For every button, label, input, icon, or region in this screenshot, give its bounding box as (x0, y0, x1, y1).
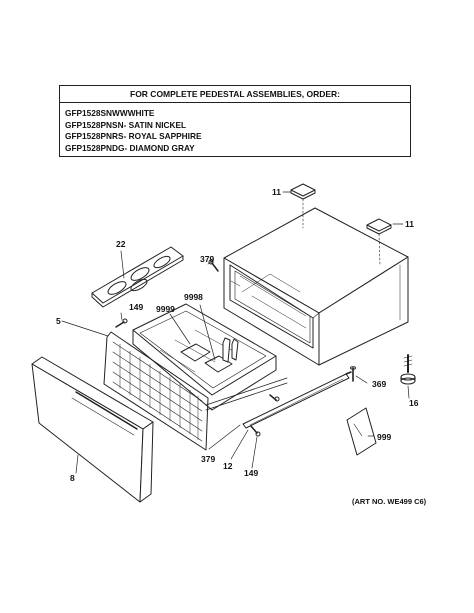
callout-11-top: 11 (272, 187, 281, 197)
callout-11-right: 11 (405, 219, 414, 229)
order-line-royal-sapphire: GFP1528PNRS- ROYAL SAPPHIRE (65, 131, 202, 141)
order-line-diamond-gray: GFP1528PNDG- DIAMOND GRAY (65, 142, 195, 153)
callout-999: 999 (377, 432, 392, 442)
pedestal-cabinet (223, 207, 409, 366)
drawer-front (31, 356, 154, 503)
order-box-header: FOR COMPLETE PEDESTAL ASSEMBLIES, ORDER: (60, 86, 410, 103)
callout-12: 12 (223, 461, 233, 471)
callout-9998: 9998 (184, 292, 203, 302)
leveling-leg (400, 354, 416, 385)
callout-22: 22 (116, 239, 126, 249)
order-box-lines: GFP1528SNWWWHITE GFP1528PNSN- SATIN NICK… (65, 108, 201, 154)
back-panel (91, 246, 184, 308)
callout-379-bottom: 379 (201, 454, 216, 464)
order-line-white: GFP1528SNWWWHITE (65, 108, 155, 118)
leg-bolt (350, 366, 356, 382)
screws (115, 259, 280, 437)
callout-16: 16 (409, 398, 419, 408)
callout-369: 369 (372, 379, 387, 389)
callout-379-top: 379 (200, 254, 215, 264)
foot-pads (290, 183, 392, 266)
art-number: (ART NO. WE499 C6) (352, 497, 427, 506)
drawer-bin (132, 303, 288, 411)
callout-149-bottom: 149 (244, 468, 259, 478)
literature-packet (346, 407, 377, 456)
callout-5: 5 (56, 316, 61, 326)
drawer-frame (103, 331, 209, 451)
callout-9999-top: 9999 (156, 304, 175, 314)
callout-149-top: 149 (129, 302, 144, 312)
callout-8: 8 (70, 473, 75, 483)
order-line-satin-nickel: GFP1528PNSN- SATIN NICKEL (65, 119, 187, 130)
order-box: FOR COMPLETE PEDESTAL ASSEMBLIES, ORDER:… (59, 85, 411, 157)
leader-lines (61, 191, 410, 474)
drawer-slide (242, 371, 352, 429)
